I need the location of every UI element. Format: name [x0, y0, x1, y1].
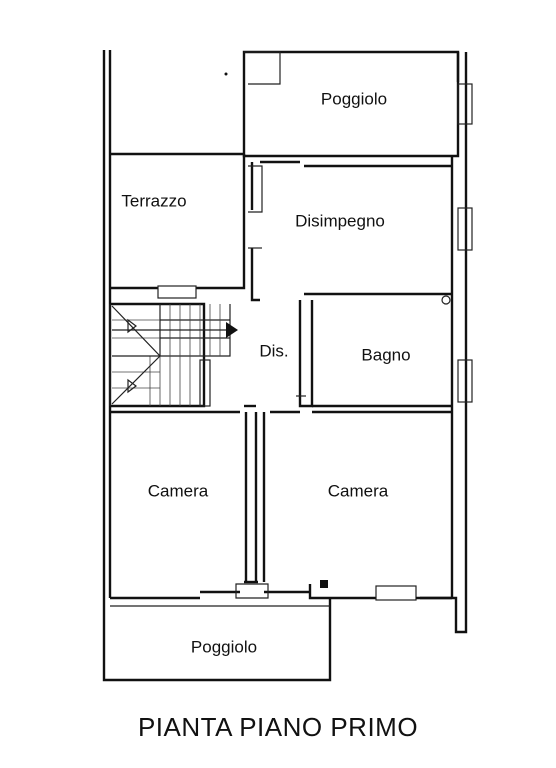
bagno-walls	[296, 300, 452, 408]
terrazzo-walls	[110, 152, 246, 299]
camera-walls	[110, 404, 452, 601]
room-label-poggiolo-bottom: Poggiolo	[191, 637, 257, 656]
marker-dot	[224, 72, 228, 76]
room-label-poggiolo-top: Poggiolo	[321, 89, 387, 108]
exterior-walls	[102, 50, 473, 682]
room-label-terrazzo: Terrazzo	[121, 191, 186, 210]
room-label-camera-left: Camera	[148, 481, 209, 500]
plan-title: PIANTA PIANO PRIMO	[137, 712, 419, 742]
disimpegno-walls	[248, 160, 452, 305]
room-label-bagno: Bagno	[361, 345, 410, 364]
room-label-dis: Dis.	[259, 341, 288, 360]
staircase	[109, 302, 238, 408]
room-label-camera-right: Camera	[328, 481, 389, 500]
room-label-disimpegno: Disimpegno	[295, 211, 385, 230]
